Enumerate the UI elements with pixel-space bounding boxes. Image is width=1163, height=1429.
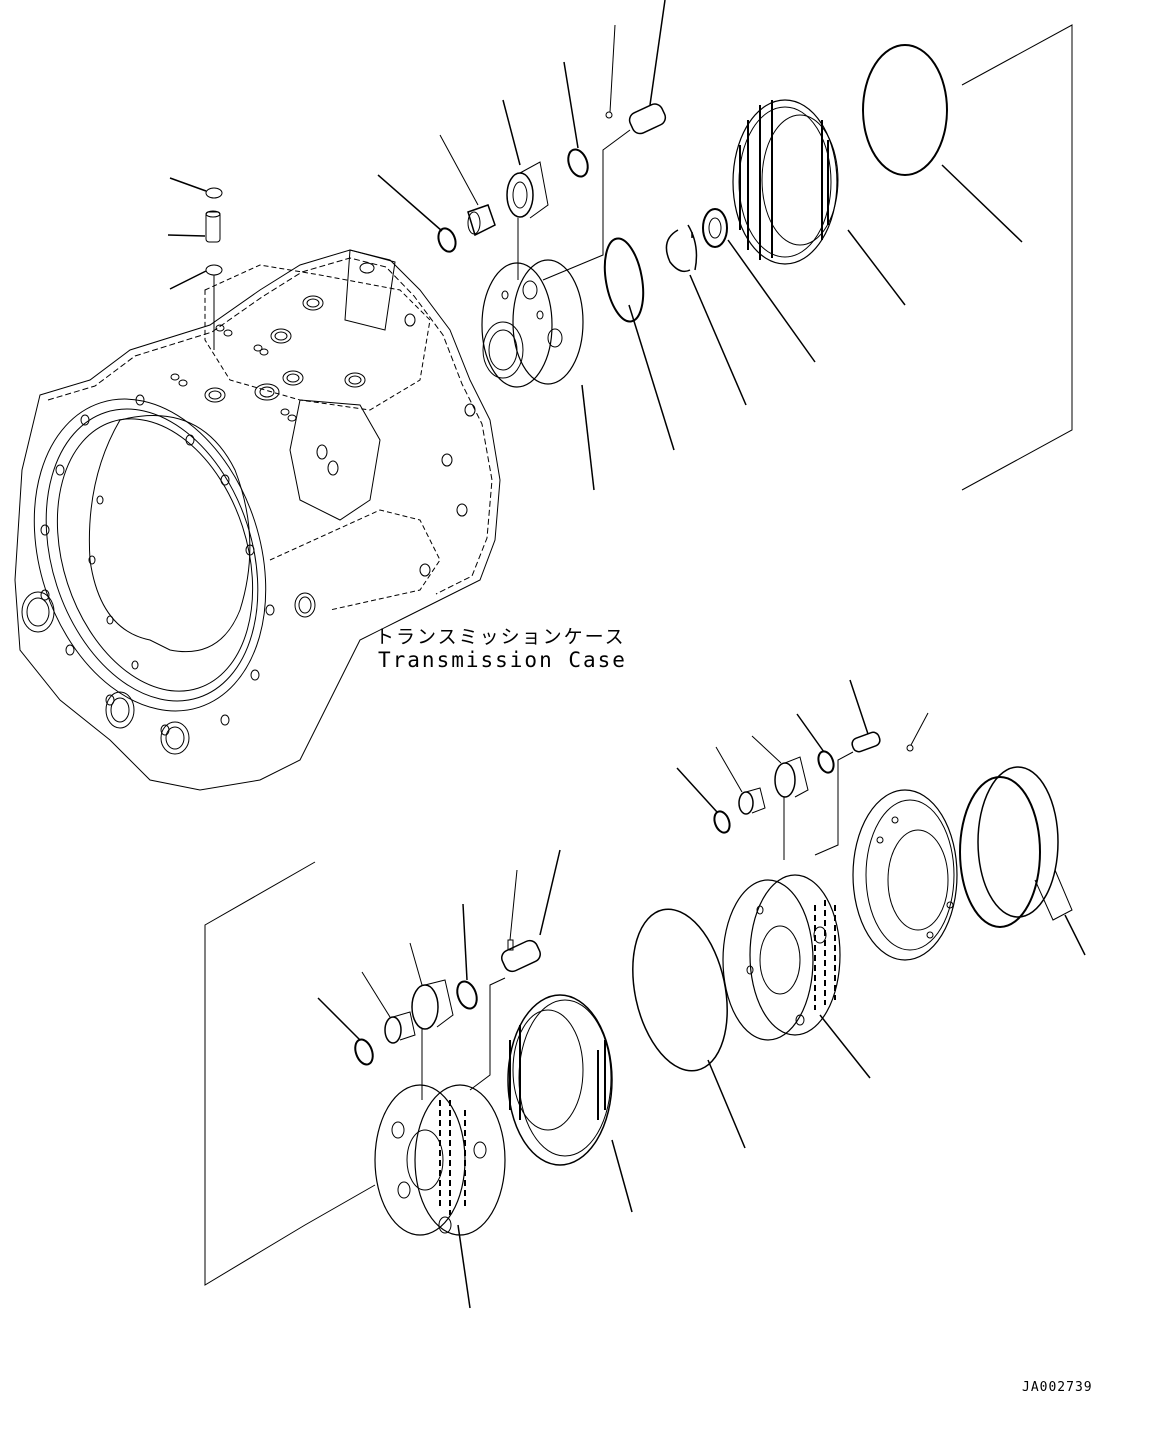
valve-ports [171,296,365,421]
drawing-id: JA002739 [1022,1380,1093,1395]
transmission-case [0,250,500,790]
case-label-japanese: トランスミッションケース [375,626,626,648]
case-label-english: Transmission Case [378,648,627,672]
upper-planetary-assembly [378,0,1072,490]
lower-right-planetary-assembly [677,680,1085,1078]
lower-left-planetary-assembly [205,850,745,1308]
case-plug-parts [168,178,222,350]
case-bolt-holes [41,395,274,735]
